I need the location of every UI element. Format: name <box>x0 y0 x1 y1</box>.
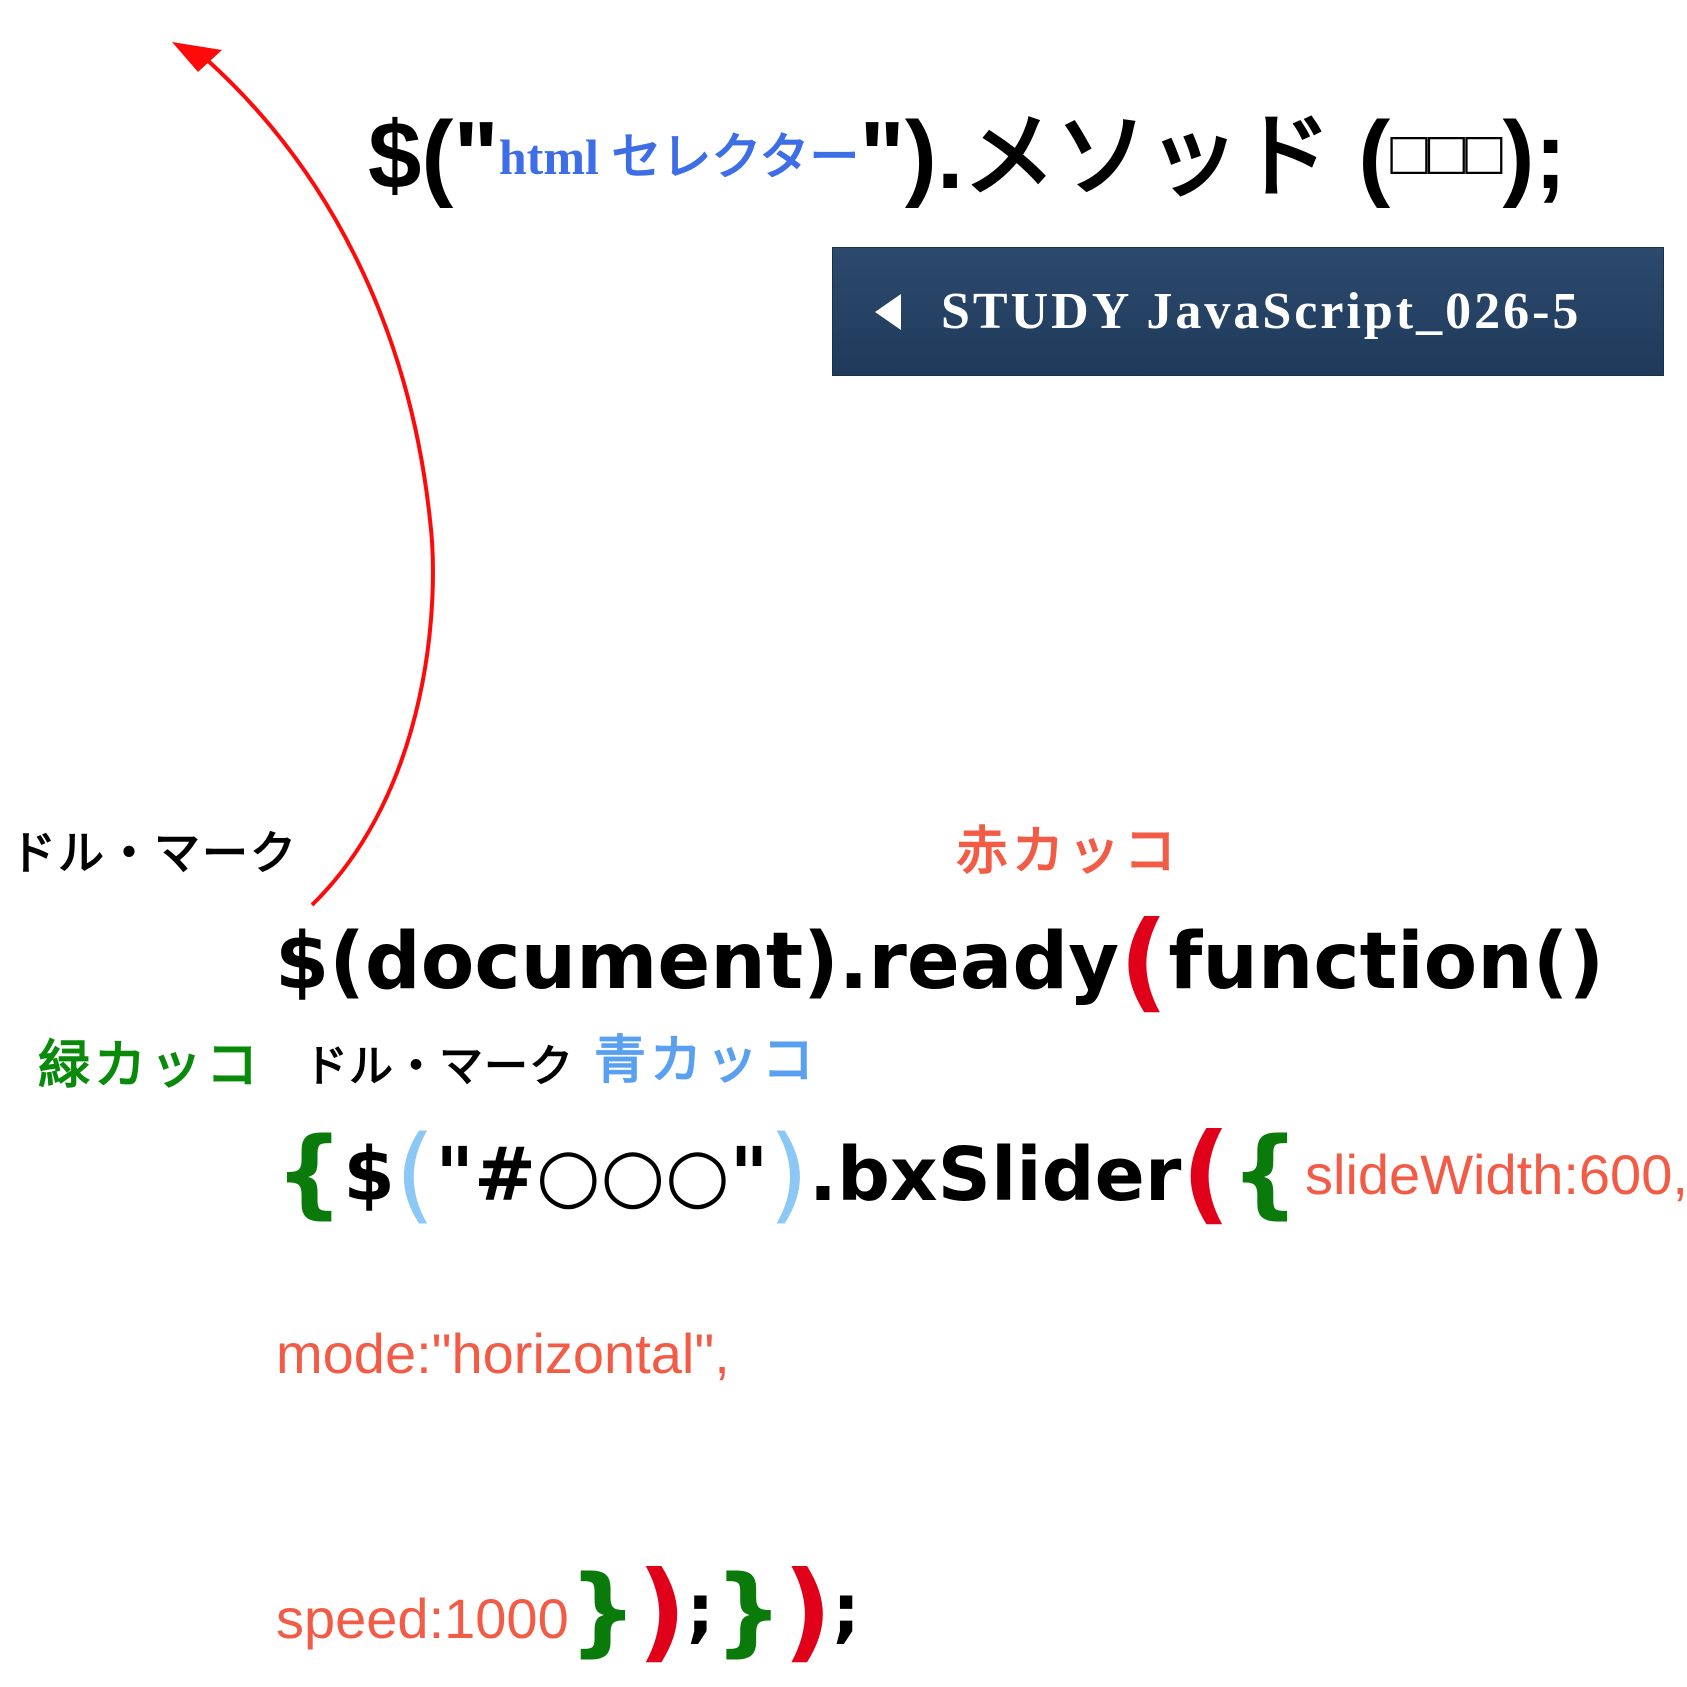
semicolon-2: ; <box>832 1569 861 1651</box>
code-line-closing: speed:1000});}); <box>276 1558 860 1666</box>
blue-paren-close: ) <box>768 1113 809 1235</box>
green-brace-open: { <box>275 1117 344 1229</box>
annotation-dollar-mark-2: ドル・マーク <box>304 1041 574 1092</box>
code-document-ready: $(document).ready <box>275 917 1120 1007</box>
syntax-method: メソッド <box>963 103 1332 210</box>
syntax-selector-placeholder: html セレクター <box>498 129 860 185</box>
code-line-bxslider: {$("#○○○").bxSlider({slideWidth:600, <box>275 1120 1687 1228</box>
study-banner-label: STUDY JavaScript_026-5 <box>941 282 1582 340</box>
red-paren-open-2: ( <box>1181 1111 1231 1236</box>
syntax-open: $(" <box>368 102 499 209</box>
option-mode: mode:"horizontal", <box>276 1322 730 1385</box>
option-speed: speed:1000 <box>276 1587 569 1650</box>
triangle-left-icon <box>875 293 901 330</box>
syntax-args: □□□ <box>1390 119 1503 188</box>
syntax-args-open: ( <box>1358 102 1391 209</box>
annotation-dollar-mark: ドル・マーク <box>10 826 298 880</box>
study-banner[interactable]: STUDY JavaScript_026-5 <box>832 247 1664 376</box>
syntax-close: "). <box>859 102 964 209</box>
syntax-template-line: $("html セレクター").メソッド (□□□); <box>368 108 1566 204</box>
code-bxslider: .bxSlider <box>808 1132 1182 1218</box>
green-brace-close: } <box>568 1555 638 1667</box>
green-brace-close-2: } <box>714 1555 783 1667</box>
code-dollar: $ <box>343 1132 395 1218</box>
red-paren-close-2: ) <box>782 1549 833 1674</box>
arrow-head <box>172 42 222 72</box>
semicolon-1: ; <box>686 1569 715 1651</box>
code-function: function() <box>1168 917 1605 1007</box>
code-line-document-ready: $(document).ready(function() <box>275 908 1604 1016</box>
blue-paren-open: ( <box>394 1113 436 1235</box>
option-slidewidth: slideWidth:600, <box>1305 1143 1687 1206</box>
green-brace-open-2: { <box>1230 1117 1300 1229</box>
annotation-red-paren: 赤カッコ <box>956 821 1181 882</box>
red-paren-open: ( <box>1119 899 1169 1024</box>
red-paren-close: ) <box>637 1549 687 1674</box>
annotation-green-brace: 緑カッコ <box>38 1035 263 1096</box>
syntax-args-close: ); <box>1502 102 1567 209</box>
annotation-blue-paren: 青カッコ <box>594 1030 819 1091</box>
curved-arrow-line <box>203 56 435 907</box>
code-selector: "#○○○" <box>435 1132 769 1218</box>
